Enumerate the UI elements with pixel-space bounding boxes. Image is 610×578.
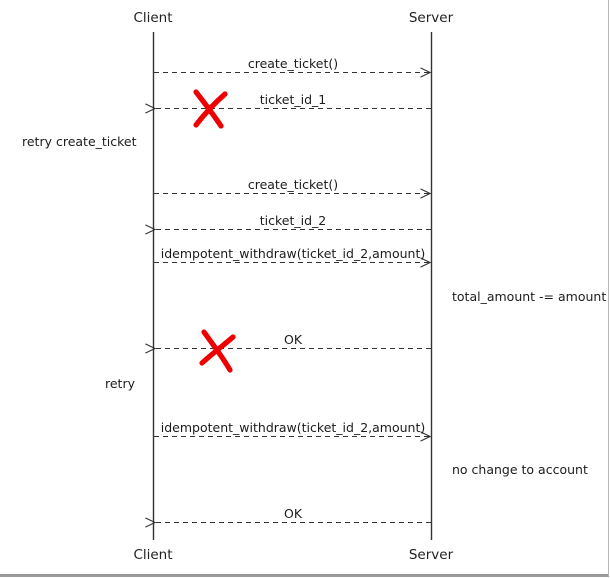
- participant-head-client: Client: [133, 10, 173, 26]
- message-label-create-ticket-2: create_ticket(): [247, 177, 339, 192]
- annotation-retry: retry: [105, 376, 135, 391]
- participant-head-server: Server: [408, 10, 454, 26]
- annotation-total-amount-decrement: total_amount -= amount: [452, 289, 607, 304]
- message-label-ok-2: OK: [283, 506, 303, 521]
- message-lost-x-icon-1: [193, 89, 228, 129]
- message-label-ticket-id-1: ticket_id_1: [259, 92, 327, 107]
- message-label-ok-1: OK: [283, 332, 303, 347]
- message-label-ticket-id-2: ticket_id_2: [259, 213, 327, 228]
- message-label-create-ticket-1: create_ticket(): [247, 56, 339, 71]
- message-label-idempotent-withdraw-2: idempotent_withdraw(ticket_id_2,amount): [160, 420, 426, 435]
- participant-foot-client: Client: [133, 547, 173, 563]
- message-lost-x-icon-2: [199, 329, 236, 373]
- participant-foot-server: Server: [408, 547, 454, 563]
- annotation-no-change-to-account: no change to account: [452, 462, 588, 477]
- annotation-retry-create-ticket: retry create_ticket: [22, 134, 137, 149]
- message-label-idempotent-withdraw-1: idempotent_withdraw(ticket_id_2,amount): [160, 246, 426, 261]
